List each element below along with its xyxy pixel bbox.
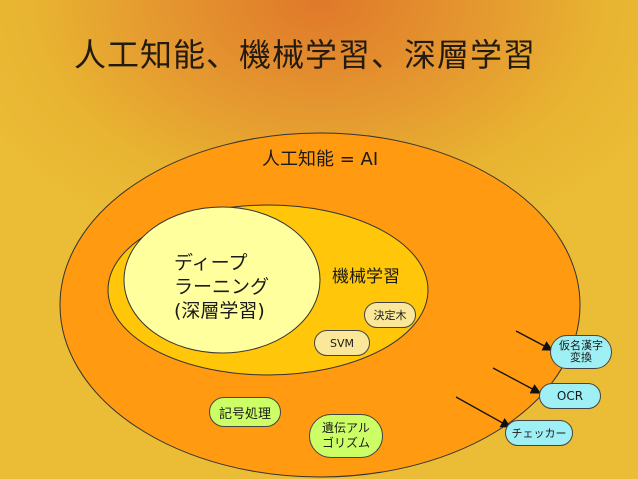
arrow-checker	[455, 396, 512, 428]
kana-line2: 変換	[570, 351, 592, 364]
ml-label: 機械学習	[332, 267, 400, 287]
arrow-kana	[515, 330, 554, 351]
dl-label: ディープ ラーニング (深層学習)	[174, 251, 269, 323]
symbolic-processing-pill: 記号処理	[209, 397, 281, 427]
dl-label-line3: (深層学習)	[174, 300, 265, 322]
dl-label-line2: ラーニング	[174, 276, 270, 298]
ga-line1: 遺伝アル	[322, 421, 370, 435]
arrow-ocr	[492, 367, 542, 394]
kana-kanji-pill: 仮名漢字 変換	[550, 335, 612, 369]
slide-title: 人工知能、機械学習、深層学習	[74, 36, 537, 74]
dl-ellipse	[123, 206, 321, 354]
kana-line1: 仮名漢字	[559, 339, 603, 352]
dl-label-line1: ディープ	[174, 252, 248, 274]
ocr-pill: OCR	[539, 383, 601, 409]
decision-tree-pill: 決定木	[364, 302, 416, 328]
genetic-algorithm-pill: 遺伝アル ゴリズム	[309, 414, 383, 458]
ga-line2: ゴリズム	[321, 436, 370, 450]
checker-pill: チェッカー	[505, 420, 573, 446]
ai-label: 人工知能 = AI	[262, 149, 379, 170]
svm-pill: SVM	[314, 330, 370, 356]
